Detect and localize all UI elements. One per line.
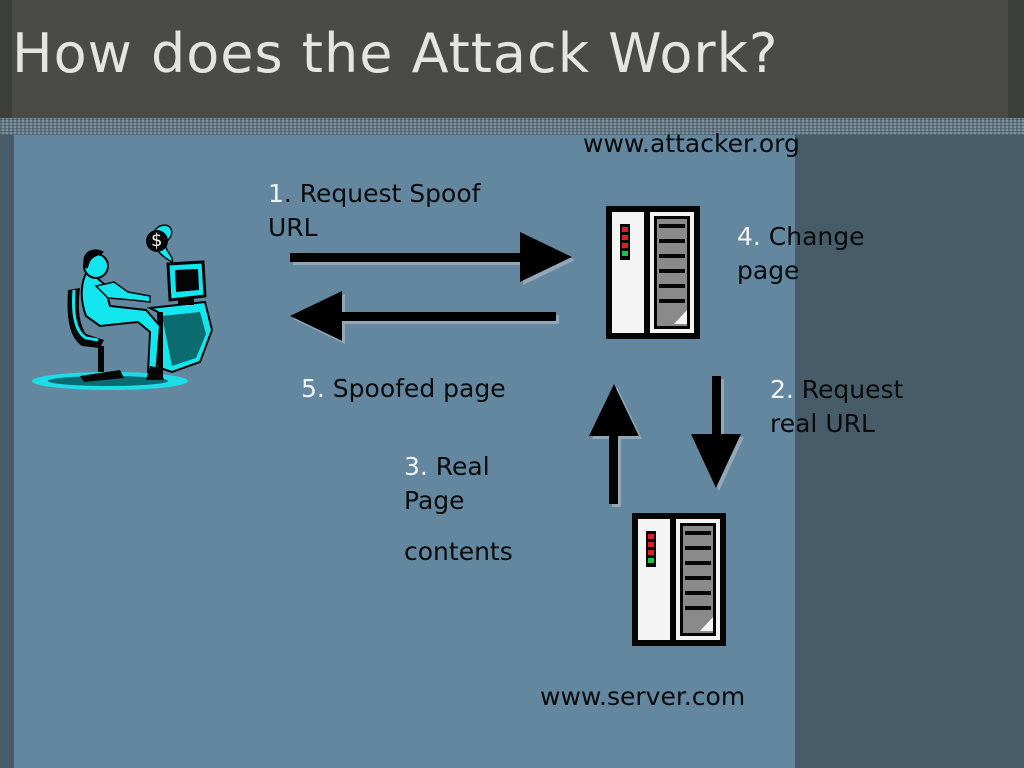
step1-text: . Request Spoof URL [268,179,481,242]
step2-label: 2. Request real URL [770,373,940,441]
step4-label: 4. Change page [737,220,897,288]
step3-number: 3. [404,452,428,481]
step3-label: 3. Real Page [404,450,524,518]
title-bar: How does the Attack Work? [0,0,1024,118]
attacker-site-label: www.attacker.org [583,129,800,158]
attacker-server-icon [606,206,700,339]
title-bar-inner [12,0,1008,118]
arrow-request-spoof-url [290,232,572,282]
real-server-icon [632,513,726,646]
step5-number: 5. [301,374,325,403]
step4-number: 4. [737,222,761,251]
step2-number: 2. [770,375,794,404]
slide-title: How does the Attack Work? [12,22,779,85]
step5-label: 5. Spoofed page [301,372,561,406]
step5-text: Spoofed page [324,374,506,403]
dollar-sign-icon: $ [151,230,163,251]
step2-text: Request real URL [770,375,904,438]
step1-label: 1. Request Spoof URL [268,177,518,245]
step3-text: Real Page [404,452,490,515]
step4-text: Change page [737,222,865,285]
step3-extra-label: contents [404,537,513,566]
arrow-request-real-url [691,376,741,488]
server-site-label: www.server.com [540,682,746,711]
arrow-real-page-contents [589,384,639,504]
step1-number: 1 [268,179,284,208]
title-stripe [0,118,1024,135]
arrow-spoofed-page [290,291,556,341]
user-at-computer-icon [32,224,214,390]
